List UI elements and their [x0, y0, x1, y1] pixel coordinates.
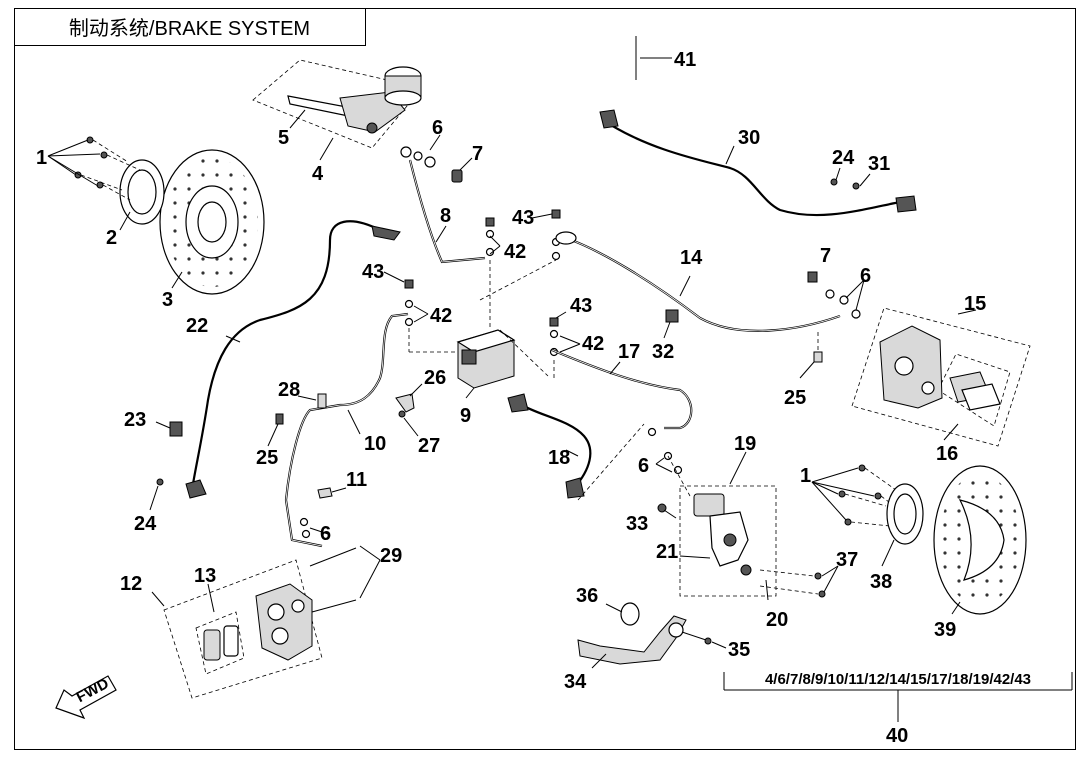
callout-43c: 43: [570, 295, 592, 317]
callout-5: 5: [278, 127, 289, 149]
callout-6b: 6: [320, 523, 331, 545]
callout-42a: 42: [504, 241, 526, 263]
pedal-pivot-bolt-35: [681, 631, 712, 645]
callout-2: 2: [106, 227, 117, 249]
front-sensor-bolt: [156, 478, 164, 486]
callout-labels: 1 2 3 4 5 6 7 8 9 10 11 12 13 14 15 16 1…: [36, 49, 986, 747]
front-disc-bolts: [74, 136, 141, 201]
drawing-frame: [14, 8, 1076, 750]
callout-7b: 7: [820, 245, 831, 267]
callout-36: 36: [576, 585, 598, 607]
callout-25: 25: [256, 447, 278, 469]
callout-30: 30: [738, 127, 760, 149]
rear-abs-brake-hose: [555, 231, 841, 332]
rear-brake-disc: [933, 465, 1027, 615]
pedal-spring-36: [620, 602, 640, 626]
rear-brake-pedal: [577, 615, 687, 665]
callout-37: 37: [836, 549, 858, 571]
rear-brake-caliper: [879, 325, 943, 409]
rear-sensor-bolts: [830, 178, 860, 190]
callout-11: 11: [346, 469, 367, 491]
page-title: 制动系统/BRAKE SYSTEM: [68, 18, 311, 40]
front-brake-caliper: [255, 583, 313, 661]
sensor-clip: [169, 421, 183, 437]
callout-18: 18: [548, 447, 570, 469]
front-abs-tone-ring: [119, 159, 165, 225]
forward-direction-arrow: [55, 675, 117, 720]
rear-abs-sensor-cable: [599, 109, 917, 217]
callout-23: 23: [124, 409, 146, 431]
hose-clip-32: [665, 309, 679, 323]
callout-34: 34: [564, 671, 587, 693]
rear-master-cylinder-kit-outline: [679, 485, 777, 597]
callout-33: 33: [626, 513, 648, 535]
callout-10: 10: [364, 433, 386, 455]
front-caliper-mounting-bolts: [309, 547, 357, 613]
callout-12: 12: [120, 573, 142, 595]
callout-1b: 1: [800, 465, 811, 487]
callout-43a: 43: [512, 207, 534, 229]
callout-6c: 6: [638, 455, 649, 477]
callout-1: 1: [36, 147, 47, 169]
abs-modulator-unit: [456, 329, 516, 389]
callout-17: 17: [618, 341, 640, 363]
title-block: 制动系统/BRAKE SYSTEM: [14, 8, 366, 46]
callout-14: 14: [680, 247, 703, 269]
callout-31: 31: [868, 153, 890, 175]
callout-21: 21: [656, 541, 678, 563]
callout-22: 22: [186, 315, 208, 337]
callout-19: 19: [734, 433, 756, 455]
front-lower-brake-hose: [284, 312, 409, 548]
callout-42b: 42: [430, 305, 452, 327]
callout-29: 29: [380, 545, 402, 567]
front-master-cylinder: [287, 66, 422, 134]
callout-4: 4: [312, 163, 324, 185]
rear-abs-tone-ring: [886, 483, 924, 545]
callout-20: 20: [766, 609, 788, 631]
front-brake-pad-outline: [195, 611, 245, 675]
kit-contents-label: 4/6/7/8/9/10/11/12/14/15/17/18/19/42/43: [765, 671, 1031, 688]
callout-25b: 25: [784, 387, 806, 409]
abs-mounting-bolts: [404, 209, 561, 380]
callout-6: 6: [432, 117, 443, 139]
rear-brake-pads: [949, 371, 1001, 411]
speed-sensor-cable-18: [507, 393, 592, 499]
callout-24: 24: [134, 513, 157, 535]
front-brake-pads: [203, 625, 239, 661]
callout-3: 3: [162, 289, 173, 311]
rear-master-cylinder: [693, 493, 752, 576]
callout-26: 26: [424, 367, 446, 389]
callout-9: 9: [460, 405, 471, 427]
callout-28: 28: [278, 379, 300, 401]
callout-6d: 6: [860, 265, 871, 287]
brake-kit-bracket: [723, 672, 1073, 722]
callout-27: 27: [418, 435, 440, 457]
front-hose-fittings: [275, 393, 415, 539]
rear-caliper-kit-outline: [851, 307, 1031, 447]
callout-16: 16: [936, 443, 958, 465]
callout-13: 13: [194, 565, 216, 587]
rear-master-bolts-37: [759, 569, 826, 598]
callout-8: 8: [440, 205, 451, 227]
front-abs-sensor-cable: [185, 220, 401, 499]
callout-24b: 24: [832, 147, 855, 169]
front-caliper-kit-outline: [163, 559, 323, 699]
callout-41: 41: [674, 49, 696, 71]
callout-35: 35: [728, 639, 750, 661]
callout-38: 38: [870, 571, 892, 593]
front-brake-disc: [159, 149, 265, 295]
front-banjo-bolt-washers: [400, 146, 463, 183]
callout-39: 39: [934, 619, 956, 641]
callout-40: 40: [886, 725, 908, 747]
callout-43b: 43: [362, 261, 384, 283]
callout-15: 15: [964, 293, 986, 315]
callout-7: 7: [472, 143, 483, 165]
front-upper-brake-hose: [408, 159, 486, 264]
callout-32: 32: [652, 341, 674, 363]
rear-brake-hose: [551, 348, 693, 430]
callout-42c: 42: [582, 333, 604, 355]
rear-brake-pad-outline: [937, 353, 1011, 427]
